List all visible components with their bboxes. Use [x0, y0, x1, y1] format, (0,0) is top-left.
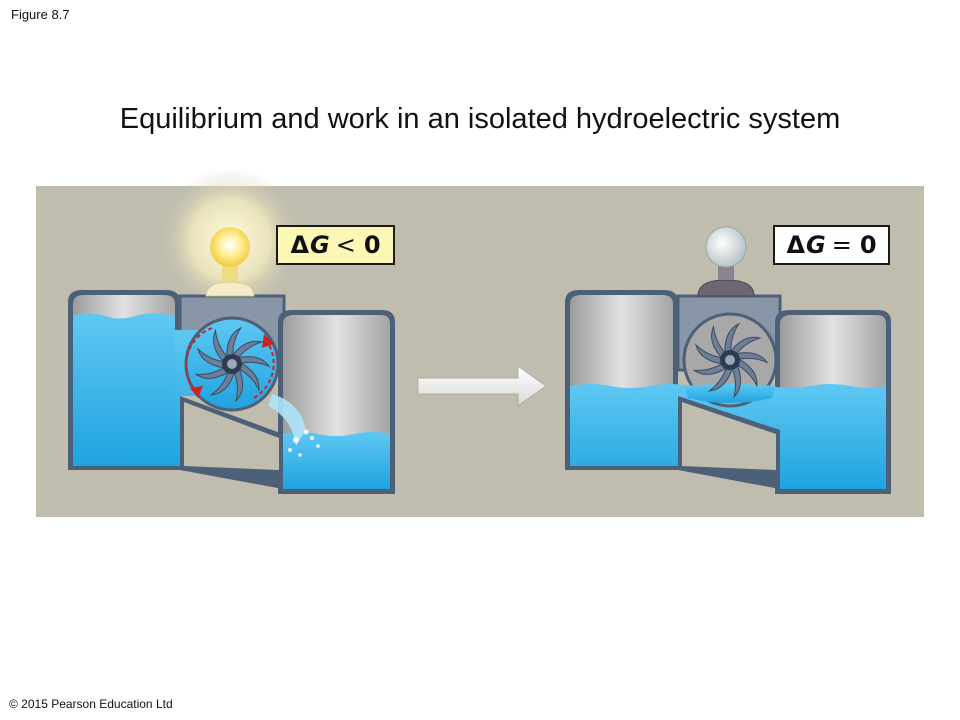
rotation-arrows: [185, 327, 275, 399]
right-system: [565, 226, 891, 494]
turbine-wheel-right: [692, 322, 769, 399]
relation-operator: <: [335, 231, 356, 259]
delta-g-value: 0: [363, 231, 381, 259]
left-lower-water: [283, 432, 390, 489]
transition-arrow-icon: [417, 365, 547, 407]
falling-water: [268, 394, 306, 446]
left-system: [68, 168, 395, 494]
gibbs-variable: G: [806, 231, 826, 259]
light-bulb-lit-icon: [205, 227, 255, 297]
equalized-water: [570, 384, 886, 489]
delta-symbol: Δ: [290, 231, 310, 259]
copyright-notice: © 2015 Pearson Education Ltd: [9, 697, 173, 711]
figure-label: Figure 8.7: [11, 7, 70, 22]
left-upper-water: [73, 313, 175, 466]
delta-symbol: Δ: [786, 231, 806, 259]
light-bulb-unlit-icon: [697, 226, 755, 297]
delta-g-value: 0: [859, 231, 877, 259]
turbine-wheel-left: [194, 326, 271, 403]
page-title: Equilibrium and work in an isolated hydr…: [119, 103, 841, 135]
relation-operator: =: [831, 231, 852, 259]
gibbs-variable: G: [310, 231, 330, 259]
